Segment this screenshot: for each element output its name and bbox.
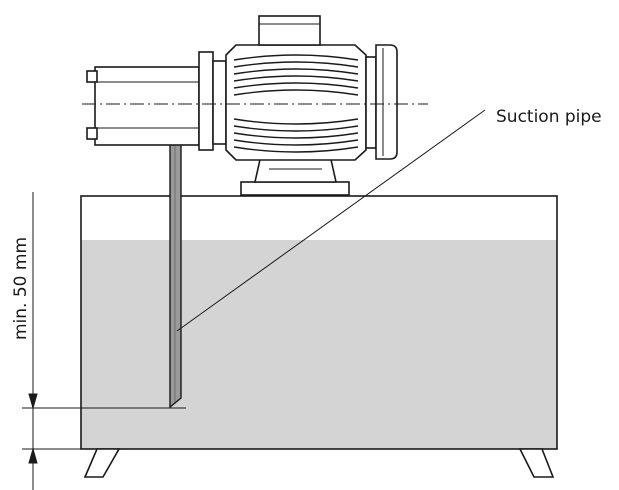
dimension-arrow-up xyxy=(28,447,38,464)
tank-liquid xyxy=(81,240,557,449)
coupling-flanges xyxy=(198,51,227,151)
dimension-annotation xyxy=(22,192,186,490)
tank-leg-right xyxy=(518,448,555,478)
terminal-box xyxy=(258,15,321,46)
motor-body xyxy=(225,44,367,161)
tank xyxy=(80,195,558,478)
pump-housing xyxy=(86,66,200,146)
suction-pipe-label: Suction pipe xyxy=(496,107,602,127)
dimension-arrow-down xyxy=(28,393,38,410)
fan-cover xyxy=(365,44,398,160)
suction-pipe xyxy=(169,119,182,409)
tank-outline xyxy=(80,195,558,450)
tank-leg-left xyxy=(83,448,121,478)
callout-leader-line xyxy=(176,109,486,332)
dimension-label: min. 50 mm xyxy=(11,237,31,340)
